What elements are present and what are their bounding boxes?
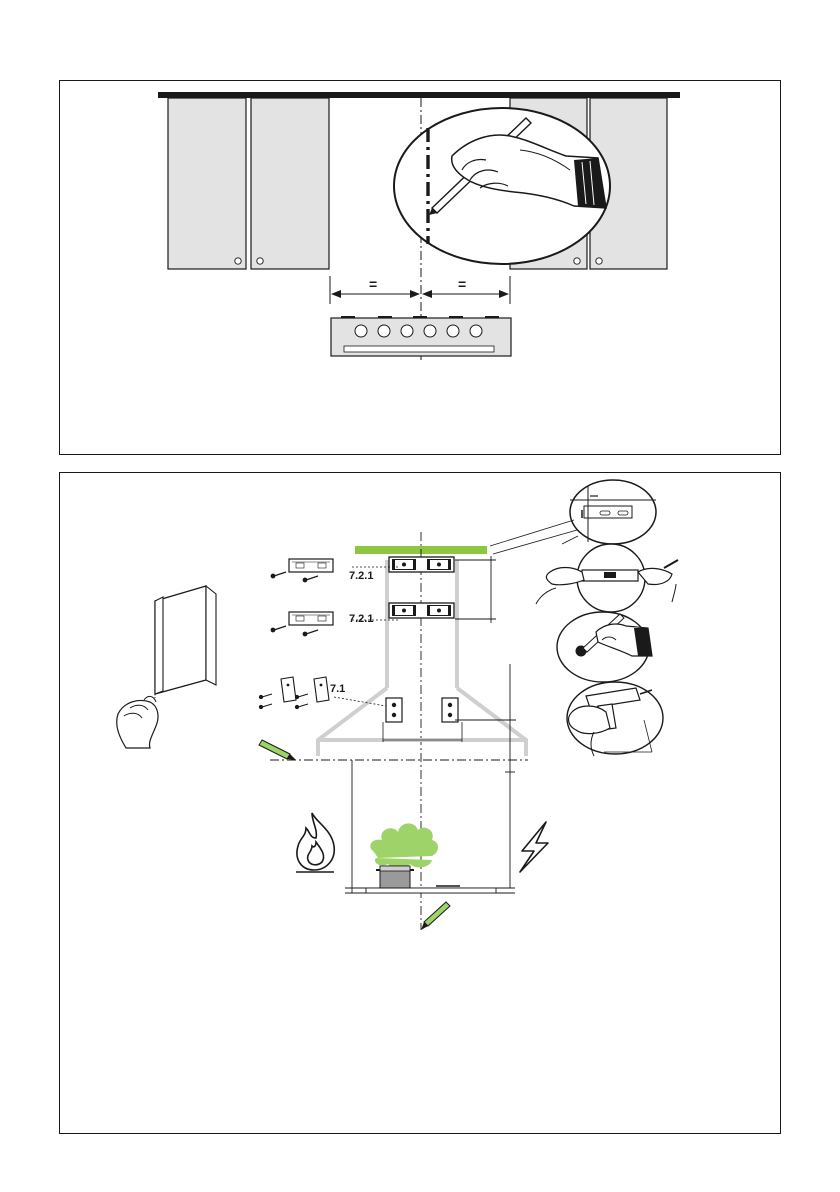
screw-icon-2 xyxy=(271,626,318,636)
screw-icon xyxy=(271,572,318,582)
chimney-outline xyxy=(318,560,526,756)
flame-icon xyxy=(296,813,334,872)
hood-bracket-left xyxy=(386,698,402,722)
pencil-icon-bottom xyxy=(421,902,450,930)
cooking-height-dimension xyxy=(345,760,515,893)
hood-bracket-right xyxy=(442,698,458,722)
label-lower-bracket: 7.2.1 xyxy=(349,613,373,625)
spirit-level-icon xyxy=(536,544,678,612)
hob-plate xyxy=(366,888,496,893)
lower-bracket xyxy=(389,603,454,618)
spare-bracket-lower xyxy=(289,612,333,625)
lightning-icon xyxy=(520,822,548,872)
pencil-icon xyxy=(259,740,296,760)
drill-icon xyxy=(567,682,663,756)
label-hood-brackets: 7.1 xyxy=(330,683,345,695)
spare-bracket-upper xyxy=(289,559,333,572)
label-upper-bracket: 7.2.1 xyxy=(349,570,373,582)
chimney-cover-icon xyxy=(117,586,216,748)
detail-circle-level xyxy=(490,480,656,554)
upper-bracket xyxy=(389,557,454,572)
marking-hand-icon xyxy=(557,612,652,682)
bottom-illustration: 7.2.1 7.2.1 7.1 xyxy=(117,480,678,930)
spare-hood-brackets xyxy=(281,677,329,702)
pot-with-steam xyxy=(370,823,438,888)
